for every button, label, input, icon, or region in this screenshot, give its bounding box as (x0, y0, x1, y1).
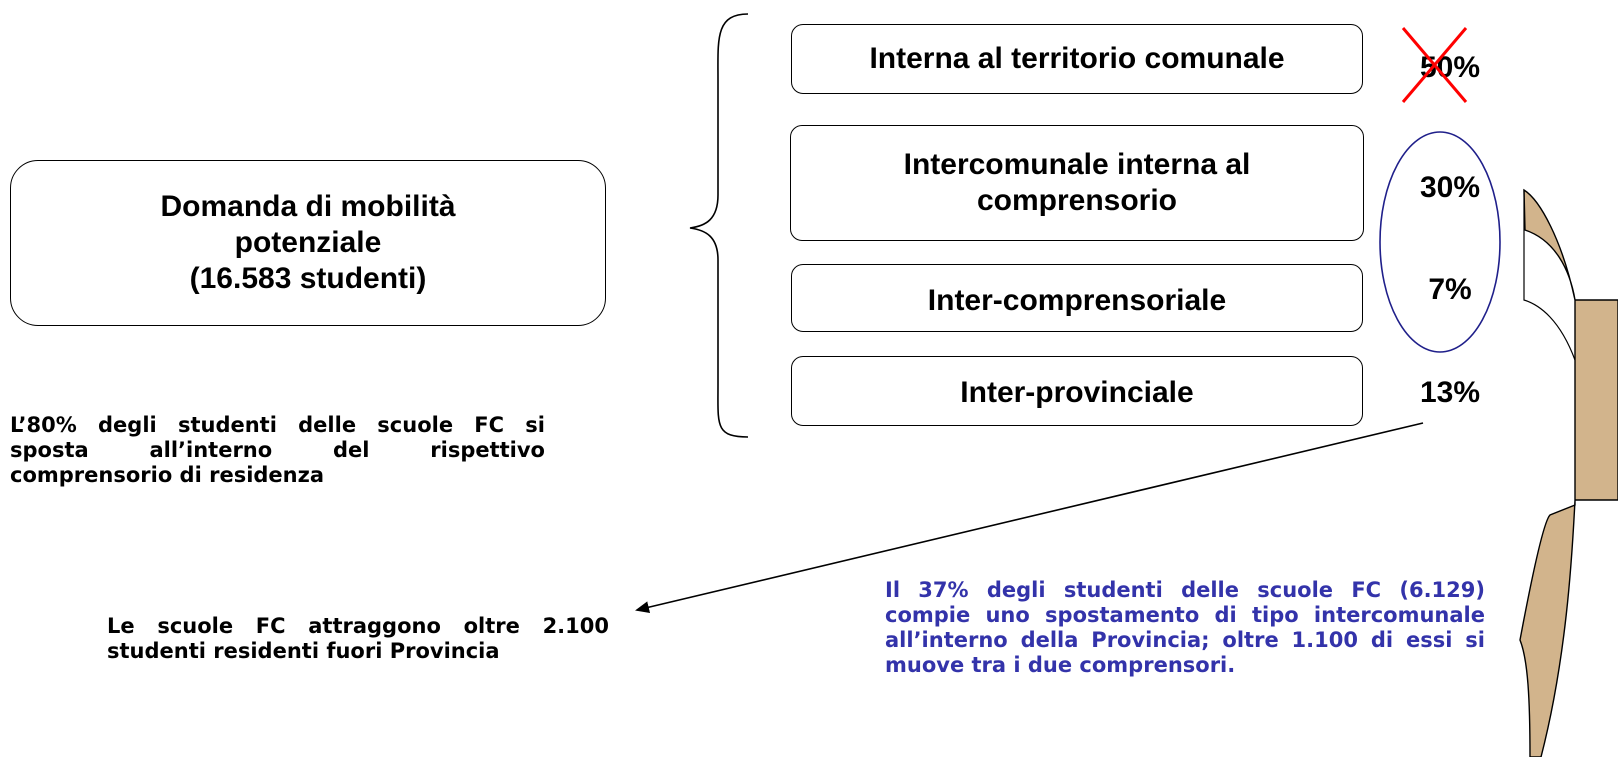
mobility-demand-line3: (16.583 studenti) (189, 262, 427, 295)
category-box-intercommunal: Intercomunale interna al comprensorio (790, 125, 1364, 241)
mobility-demand-line2: potenziale (234, 226, 382, 259)
percent-intercommunal: 30% (1419, 171, 1481, 204)
category-label-interprovincial: Inter-provinciale (960, 376, 1194, 409)
note-intercommunal: Il 37% degli studenti delle scuole FC (6… (885, 578, 1485, 677)
mobility-demand-box: Domanda di mobilità potenziale (16.583 s… (10, 160, 606, 326)
category-box-interprovincial: Inter-provinciale (791, 356, 1363, 426)
note-attraction: Le scuole FC attraggono oltre 2.100 stud… (107, 614, 609, 663)
category-label-municipal: Interna al territorio comunale (869, 42, 1285, 75)
category-box-intercomprensorial: Inter-comprensoriale (791, 264, 1363, 332)
category-box-municipal: Interna al territorio comunale (791, 24, 1363, 94)
category-label-intercommunal-line1: Intercomunale interna al (903, 148, 1251, 181)
category-label-intercommunal-line2: comprensorio (976, 184, 1178, 217)
category-label-intercomprensorial: Inter-comprensoriale (927, 284, 1227, 317)
percent-intercomprensorial: 7% (1428, 273, 1472, 306)
note-within-district: L’80% degli studenti delle scuole FC si … (10, 413, 545, 487)
percent-interprovincial: 13% (1419, 376, 1481, 409)
curved-arrow-icon (1519, 188, 1618, 757)
mobility-demand-line1: Domanda di mobilità (160, 190, 456, 223)
highlight-ellipse (1379, 131, 1501, 353)
curly-brace (689, 13, 749, 438)
percent-municipal: 50% (1419, 51, 1481, 84)
